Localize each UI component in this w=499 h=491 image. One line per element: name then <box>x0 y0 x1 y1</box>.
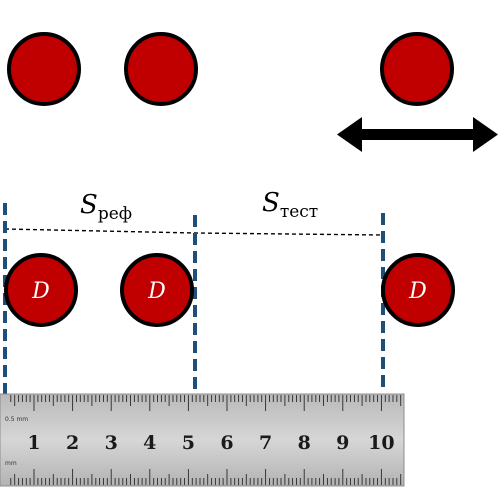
d-label-2: D <box>147 279 166 304</box>
ruler-number: 4 <box>143 432 156 454</box>
ruler-number: 7 <box>259 432 272 454</box>
ruler-number: 10 <box>368 432 394 454</box>
ruler-unit-top: 0.5 mm <box>5 416 28 423</box>
double-headed-arrow-icon <box>337 117 498 152</box>
top-circle-1 <box>7 32 81 106</box>
top-row <box>7 32 454 106</box>
ruler-numbers: 1 2 3 4 5 6 7 8 9 10 <box>27 432 394 454</box>
top-circle-2 <box>124 32 198 106</box>
ruler-number: 1 <box>27 432 40 454</box>
s-ref-label: Sреф <box>80 190 132 224</box>
top-circle-3 <box>380 32 454 106</box>
s-test-label: Sтест <box>262 188 318 222</box>
bottom-row: D D D <box>4 253 455 327</box>
d-circle-3 <box>381 253 455 327</box>
ruler-unit-bottom: mm <box>5 460 17 467</box>
guide-lines <box>3 203 385 395</box>
d-label-1: D <box>31 279 50 304</box>
ruler-number: 8 <box>298 432 311 454</box>
ruler-number: 3 <box>105 432 118 454</box>
d-label-3: D <box>408 279 427 304</box>
d-circle-1 <box>4 253 78 327</box>
ruler-body <box>0 393 405 487</box>
ruler-number: 9 <box>336 432 349 454</box>
ruler-number: 6 <box>220 432 233 454</box>
ruler: 1 2 3 4 5 6 7 8 9 10 0.5 mm mm <box>0 393 405 487</box>
ruler-number: 5 <box>182 432 195 454</box>
ruler-ticks <box>10 395 402 485</box>
d-circle-2 <box>120 253 194 327</box>
ruler-number: 2 <box>66 432 79 454</box>
